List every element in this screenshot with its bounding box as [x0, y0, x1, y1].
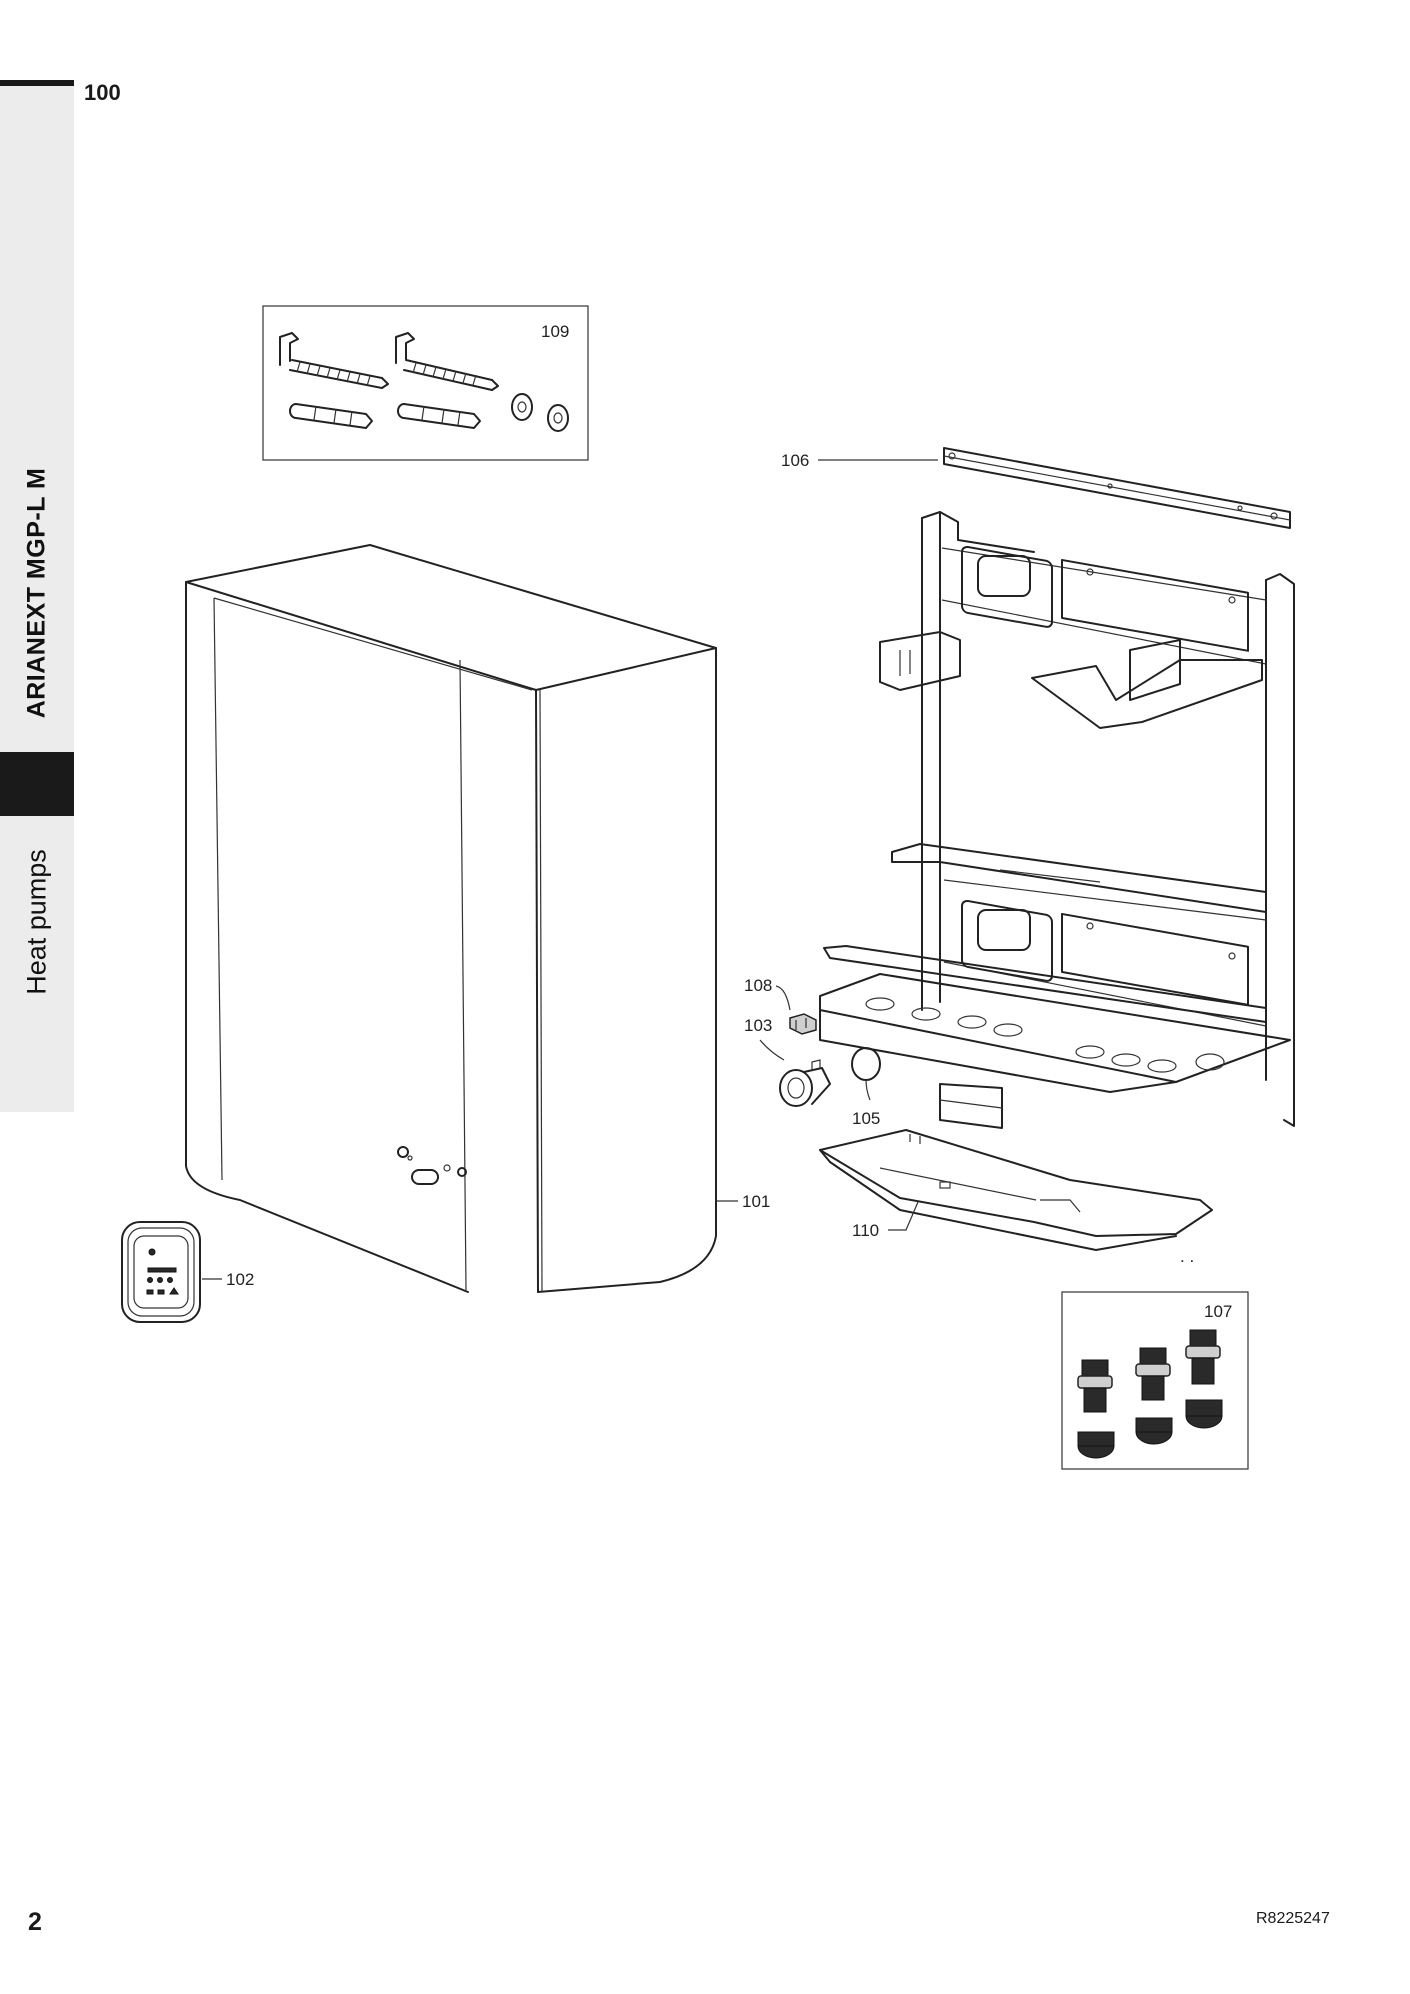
side-band-top-rule: [0, 80, 74, 86]
bottom-cover: [819, 1129, 1213, 1251]
washer-icon: [511, 393, 533, 421]
fixing-kit-box: 109: [262, 305, 589, 461]
part-label-103: 103: [744, 1016, 772, 1035]
svg-text:. .: . .: [1180, 1247, 1194, 1266]
front-casing: [185, 544, 717, 1293]
section-reference: 100: [84, 80, 121, 105]
part-label-106: 106: [781, 451, 809, 470]
part-label-101: 101: [742, 1192, 770, 1211]
mounting-rail: [943, 447, 1291, 529]
hook-screw-icon: [395, 332, 499, 391]
cable-gland-icon: [1135, 1347, 1173, 1445]
side-band-marker: [0, 752, 74, 816]
cable-gland-icon: [1077, 1359, 1115, 1459]
document-code: R8225247: [1256, 1910, 1330, 1927]
pressure-sensor: [779, 1059, 831, 1107]
back-frame: [819, 511, 1295, 1129]
side-band: [0, 82, 74, 1112]
part-label-108: 108: [744, 976, 772, 995]
control-panel: [121, 1221, 201, 1323]
part-label-105: 105: [852, 1109, 880, 1128]
wall-plug-icon: [289, 403, 373, 429]
part-label-102: 102: [226, 1270, 254, 1289]
part-label-109: 109: [541, 322, 569, 341]
washer-icon: [547, 404, 569, 432]
cable-clip: [789, 1013, 817, 1035]
cable-glands-box: 107: [1061, 1291, 1249, 1470]
cable-gland-icon: [1185, 1329, 1223, 1429]
part-label-110: 110: [852, 1221, 879, 1240]
part-label-107: 107: [1204, 1302, 1232, 1321]
wall-plug-icon: [397, 403, 481, 429]
page-number: 2: [28, 1908, 42, 1936]
hook-screw-icon: [279, 332, 389, 389]
